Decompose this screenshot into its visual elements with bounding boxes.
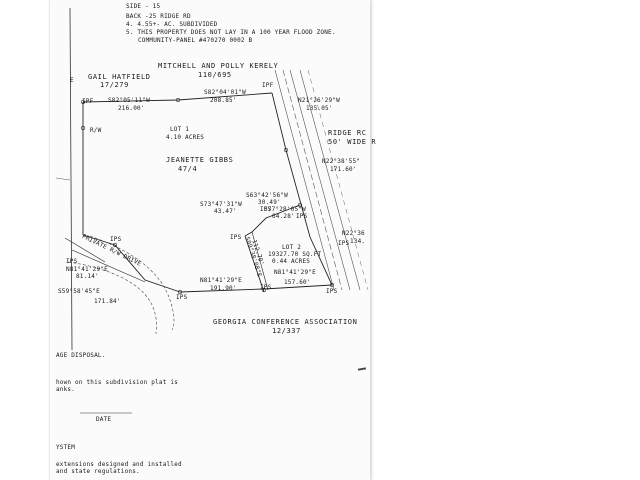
survey-plat-page: SIDE - 15 BACK -25 RIDGE RD 4. 4.55+- AC… — [50, 0, 376, 480]
road-name: RIDGE RC — [328, 129, 367, 137]
pin-marker — [112, 242, 118, 248]
lot1-label: LOT 1 — [170, 126, 190, 133]
pin-label-ips: IPS — [296, 213, 308, 220]
note-5-line1: 5. THIS PROPERTY DOES NOT LAY IN A 100 Y… — [126, 29, 336, 36]
bearing-5: S63°42'56"W — [246, 192, 288, 199]
pin-marker — [177, 289, 183, 295]
distance-5: 30.49' — [258, 199, 281, 206]
road-width: 50' WIDE R — [328, 138, 377, 146]
bearing-12: N81°41'29"E — [200, 277, 242, 284]
lot2-west-line-2 — [251, 231, 269, 291]
pin-label-ips: IPS — [110, 236, 122, 243]
lot1-owner-name: JEANETTE GIBBS — [166, 156, 234, 164]
bearing-6: S73°47'31"W — [200, 201, 242, 208]
distance-9: 134. — [350, 238, 366, 245]
lot2-north-line — [244, 204, 301, 237]
plat-linework — [55, 7, 369, 414]
road-edge-4 — [307, 69, 369, 291]
northwest-owner-ref: 17/279 — [100, 81, 129, 89]
bearing-10: N81°41'29"E — [66, 266, 108, 273]
bearing-1: S82°05'11"W — [108, 97, 150, 104]
pin-label-ips: IPS — [230, 234, 242, 241]
pin-marker — [261, 287, 267, 293]
bearing-7: S77°28'05"W — [264, 206, 306, 213]
pin-label-ips: IPS — [260, 206, 272, 213]
note-5-line2: COMMUNITY-PANEL #470270 0002 B — [138, 37, 253, 44]
extensions-line2: and state regulations. — [56, 468, 140, 475]
north-owner-name: MITCHELL AND POLLY KERELY — [158, 62, 279, 70]
drive-curve-2 — [67, 261, 157, 335]
pin-marker — [175, 97, 181, 103]
distance-1: 216.00' — [118, 105, 145, 112]
north-boundary-line — [82, 92, 273, 103]
distance-6: 43.47' — [214, 208, 237, 215]
extensions-line1: extensions designed and installed — [56, 461, 182, 468]
stub-line — [55, 177, 71, 181]
note-4: 4. 4.55+- AC. SUBDIVIDED — [126, 21, 218, 28]
shown-on-plat-line1: hown on this subdivision plat is — [56, 379, 178, 386]
lot2-west-line — [244, 235, 265, 293]
lot1-area: 4.10 ACRES — [166, 134, 205, 141]
bearing-4: N22°38'55" — [322, 158, 361, 165]
lot2-area: 0.44 ACRES — [272, 258, 311, 265]
bearing-2: S82°04'01"W — [204, 89, 246, 96]
bearing-9: N22°36 — [342, 230, 365, 237]
private-drive-line-1 — [64, 237, 106, 263]
private-drive-line-2 — [71, 249, 146, 283]
east-boundary-line — [271, 92, 333, 286]
setback-side-text: SIDE - 15 — [126, 3, 161, 10]
pin-label-ips: IPS — [260, 284, 272, 291]
setback-back-text: BACK -25 RIDGE RD — [126, 13, 191, 20]
bearing-3: N21°26'29"W — [298, 97, 340, 104]
pin-label-ips: IPS — [66, 258, 78, 265]
edge-letter-e: E — [70, 77, 74, 84]
road-edge-3 — [299, 69, 361, 291]
road-centerline — [282, 69, 343, 291]
drive-curve-1 — [89, 235, 175, 331]
pin-marker — [80, 125, 86, 131]
north-owner-ref: 110/695 — [198, 71, 232, 79]
road-edge-1 — [274, 69, 335, 291]
pin-label-ips: IPS — [338, 240, 350, 247]
row-marker-label: R/W — [90, 127, 102, 134]
sewage-disposal-text: AGE DISPOSAL. — [56, 352, 106, 359]
distance-10: 81.14' — [76, 273, 99, 280]
pin-label-ipf: IPF — [262, 82, 274, 89]
shown-on-plat-line2: anks. — [56, 386, 76, 393]
pin-marker — [329, 282, 335, 288]
lot2-label: LOT 2 — [282, 244, 302, 251]
margin-line — [69, 7, 73, 351]
south-owner-name: GEORGIA CONFERENCE ASSOCIATION — [213, 318, 358, 326]
pin-marker — [297, 202, 303, 208]
distance-7: 64.28' — [272, 213, 295, 220]
bearing-11: S59°58'45"E — [58, 288, 100, 295]
northwest-owner-name: GAIL HATFIELD — [88, 73, 151, 81]
lot2-sqft: 19327.70 SQ.FT — [268, 251, 322, 258]
system-text: YSTEM — [56, 444, 76, 451]
distance-2: 208.85' — [210, 97, 237, 104]
lot1-owner-ref: 47/4 — [178, 165, 198, 173]
distance-11: 171.84' — [94, 298, 121, 305]
pin-label-ips: IPS — [326, 288, 338, 295]
pin-label-ips: IPS — [176, 294, 188, 301]
pin-label-ipf: IPF — [82, 98, 94, 105]
pin-marker — [283, 147, 289, 153]
distance-4: 171.60' — [330, 166, 357, 173]
bearing-13: N81°41'29"E — [274, 269, 316, 276]
distance-13: 157.60' — [284, 279, 311, 286]
date-label: DATE — [96, 416, 112, 423]
road-edge-2 — [289, 69, 351, 291]
south-owner-ref: 12/337 — [272, 327, 301, 335]
pin-marker — [80, 99, 86, 105]
southwest-boundary-line — [82, 234, 181, 293]
south-boundary-line — [179, 284, 333, 293]
distance-12: 191.90' — [210, 285, 237, 292]
distance-3: 135.05' — [306, 105, 333, 112]
